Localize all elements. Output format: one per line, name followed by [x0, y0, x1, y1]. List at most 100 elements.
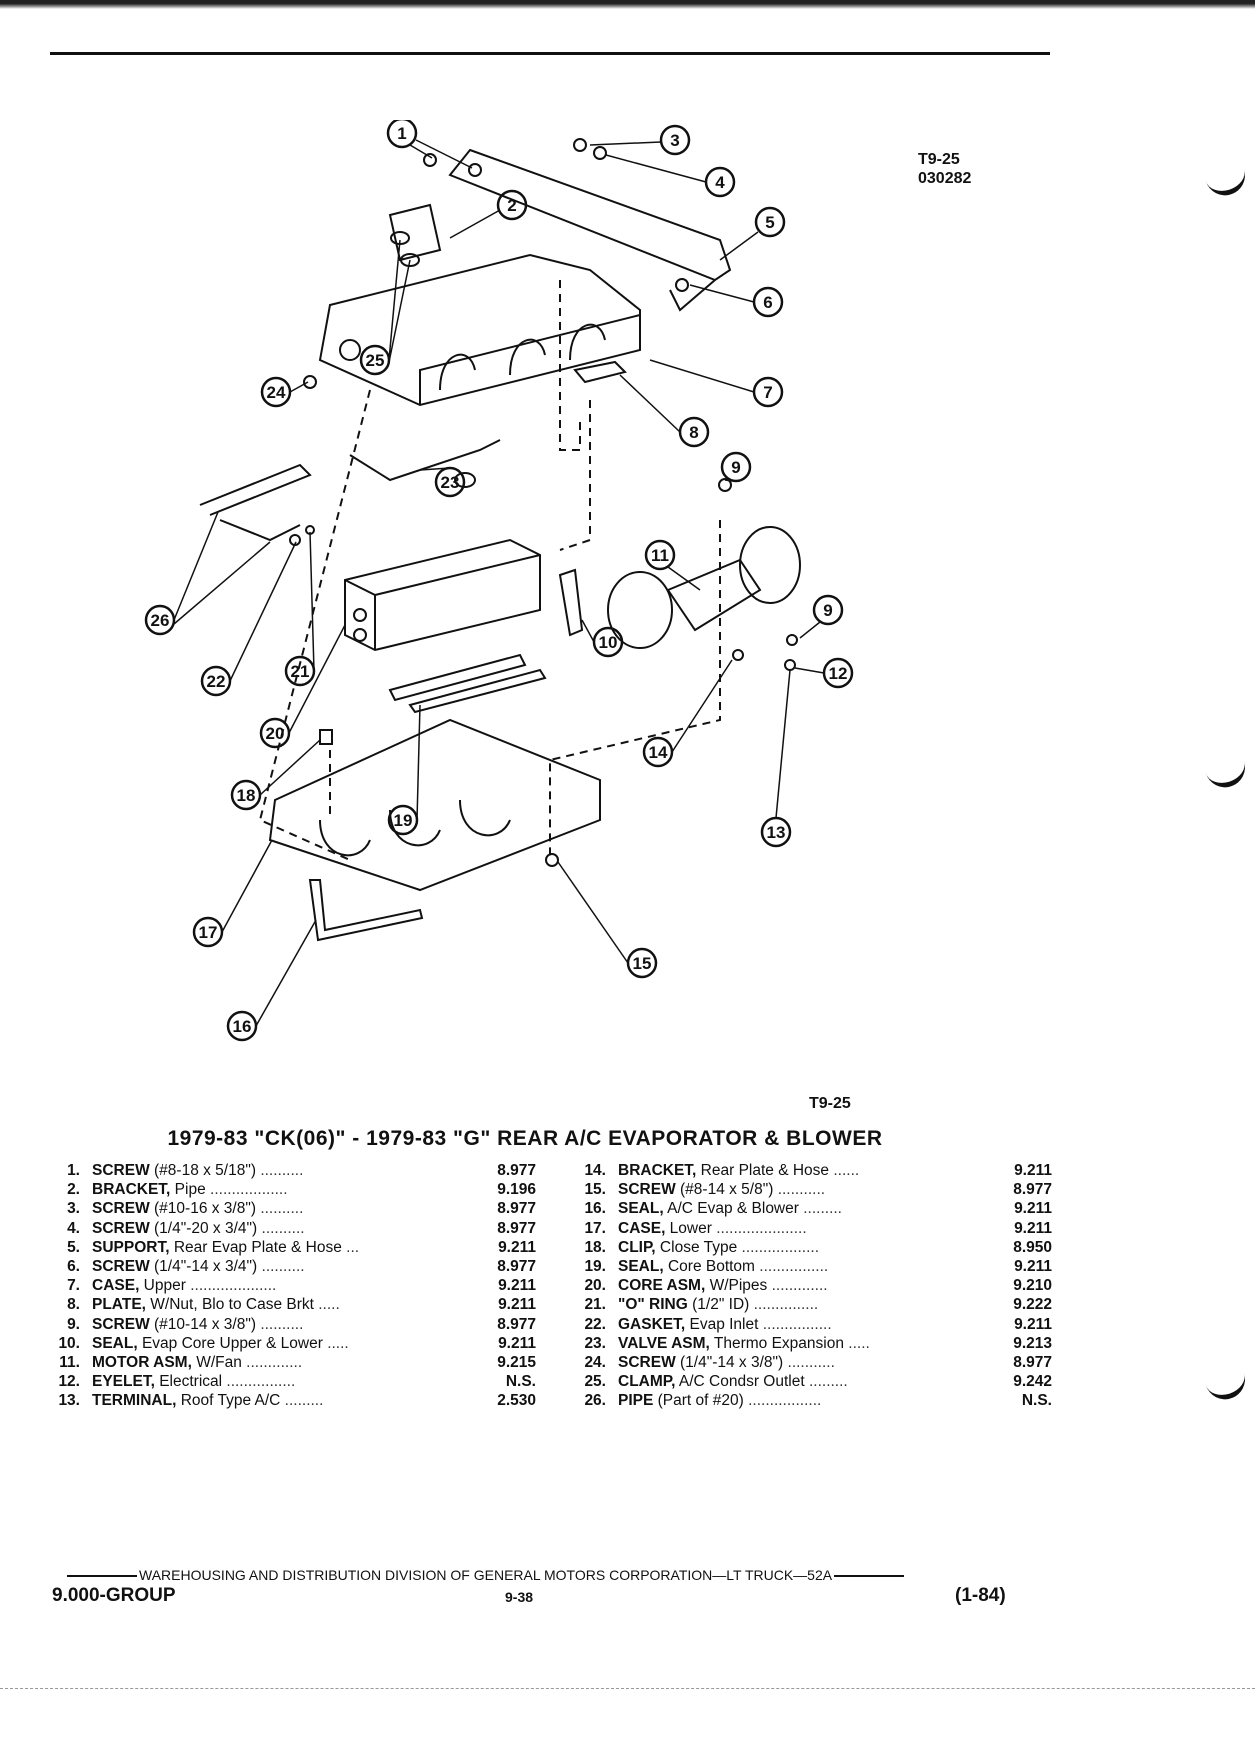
leader-1 — [409, 139, 473, 169]
part-number: 20. — [584, 1277, 606, 1295]
part-name: PLATE, — [92, 1296, 146, 1314]
callout-25: 25 — [366, 351, 385, 370]
part-leader-dots: ..................... — [711, 1219, 807, 1237]
lower-case — [268, 718, 601, 892]
part-number: 3. — [67, 1200, 80, 1218]
part-detail: Roof Type A/C — [176, 1392, 281, 1410]
part-row: 19.SEAL, Core Bottom ................9.2… — [562, 1257, 1052, 1276]
footer-credit: WAREHOUSING AND DISTRIBUTION DIVISION OF… — [65, 1567, 906, 1583]
header-rule — [50, 52, 1050, 55]
assembly-line-c — [549, 520, 721, 860]
part-name: EYELET, — [92, 1373, 155, 1391]
callout-22: 22 — [207, 672, 226, 691]
part-name: SCREW — [92, 1315, 150, 1333]
leader-12 — [794, 667, 825, 674]
part-detail: A/C Evap & Blower — [663, 1200, 799, 1218]
part-description: BRACKET, Rear Plate & Hose ...... — [618, 1161, 992, 1180]
part-number: 12. — [58, 1373, 80, 1391]
part-name: GASKET, — [618, 1315, 686, 1333]
part-group-code: 9.211 — [498, 1277, 536, 1295]
part-leader-dots: ............. — [767, 1277, 828, 1295]
part-row: 16.SEAL, A/C Evap & Blower .........9.21… — [562, 1199, 1052, 1218]
part-row: 17.CASE, Lower .....................9.21… — [562, 1219, 1052, 1238]
plate — [573, 360, 627, 384]
group-number: 9.000-GROUP — [52, 1585, 176, 1606]
part-description: CASE, Upper .................... — [92, 1276, 476, 1295]
part-number: 22. — [584, 1315, 606, 1333]
part-name: CASE, — [618, 1219, 666, 1237]
callout-9a: 9 — [731, 458, 740, 477]
part-group-code: 9.215 — [497, 1353, 536, 1371]
part-detail: Thermo Expansion — [709, 1334, 844, 1352]
part-name: CASE, — [92, 1277, 140, 1295]
part-name: TERMINAL, — [92, 1392, 177, 1410]
figure-ref-number: 030282 — [918, 170, 972, 187]
leader-22 — [229, 541, 297, 682]
screw-9 — [718, 478, 732, 492]
leader-17 — [221, 839, 273, 933]
part-number: 11. — [59, 1353, 80, 1371]
callout-26: 26 — [151, 611, 170, 630]
part-leader-dots: ........... — [773, 1181, 826, 1199]
part-number: 5. — [67, 1238, 80, 1256]
part-name: SCREW — [92, 1200, 150, 1218]
part-leader-dots: ......... — [798, 1200, 842, 1218]
leader-4 — [605, 154, 707, 183]
part-number: 21. — [584, 1296, 606, 1314]
part-detail: Rear Plate & Hose — [696, 1162, 830, 1179]
upper-case-edge — [419, 314, 641, 405]
part-number: 1. — [67, 1162, 80, 1179]
core-port-b — [353, 628, 367, 642]
part-leader-dots: .......... — [256, 1200, 304, 1218]
part-number: 4. — [67, 1219, 80, 1237]
upper-case-ducts — [439, 323, 606, 391]
part-row: 14.BRACKET, Rear Plate & Hose ......9.21… — [562, 1161, 1052, 1180]
part-leader-dots: ................. — [743, 1392, 822, 1410]
part-name: SEAL, — [618, 1200, 664, 1218]
part-number: 19. — [584, 1257, 606, 1275]
part-leader-dots: ................ — [222, 1373, 296, 1391]
part-detail: (#10-16 x 3/8") — [149, 1200, 257, 1218]
callout-9a-circle — [720, 451, 752, 483]
part-description: TERMINAL, Roof Type A/C ......... — [92, 1391, 476, 1410]
leader-7 — [649, 359, 755, 393]
scan-top-edge — [0, 0, 1255, 9]
callout-19: 19 — [394, 811, 413, 830]
part-description: SCREW (1/4"-14 x 3/4") .......... — [92, 1257, 476, 1276]
footer-dash-left — [67, 1575, 137, 1578]
blower-motor — [666, 558, 762, 632]
part-detail: Electrical — [154, 1373, 223, 1391]
part-number: 25. — [584, 1373, 606, 1391]
part-detail: A/C Condsr Outlet — [675, 1373, 805, 1391]
callout-24: 24 — [267, 383, 286, 402]
callout-11: 11 — [651, 546, 669, 565]
pipe-bracket — [388, 203, 442, 262]
part-row: 3.SCREW (#10-16 x 3/8") ..........8.977 — [36, 1199, 536, 1218]
part-description: SCREW (1/4"-14 x 3/8") ........... — [618, 1353, 992, 1372]
support-bar-end — [669, 279, 716, 312]
part-leader-dots: ......... — [280, 1392, 324, 1410]
part-number: 6. — [67, 1257, 80, 1275]
part-description: SCREW (#8-18 x 5/18") .......... — [92, 1161, 476, 1180]
part-name: "O" RING — [618, 1296, 688, 1314]
part-group-code: 9.211 — [1014, 1200, 1052, 1218]
leader-26 — [173, 511, 271, 625]
figure-ref-code: T9-25 — [918, 151, 960, 168]
leader-8 — [619, 374, 681, 433]
part-description: CORE ASM, W/Pipes ............. — [618, 1276, 992, 1295]
part-name: SCREW — [92, 1257, 150, 1275]
callout-21: 21 — [291, 662, 310, 681]
part-detail: (Part of #20) — [653, 1392, 744, 1410]
callout-13: 13 — [767, 823, 786, 842]
part-detail: W/Fan — [191, 1353, 242, 1371]
leader-20 — [288, 624, 346, 734]
part-detail: (1/4"-20 x 3/4") — [149, 1219, 258, 1237]
part-description: SUPPORT, Rear Evap Plate & Hose ... — [92, 1238, 476, 1257]
blower-wheel-right — [739, 526, 801, 604]
part-number: 15. — [584, 1181, 606, 1199]
part-number: 2. — [67, 1181, 80, 1199]
part-leader-dots: ........... — [783, 1353, 835, 1371]
binder-hole-mark — [1203, 1366, 1251, 1405]
part-row: 24.SCREW (1/4"-14 x 3/8") ...........8.9… — [562, 1353, 1052, 1372]
leader-6 — [689, 284, 755, 303]
